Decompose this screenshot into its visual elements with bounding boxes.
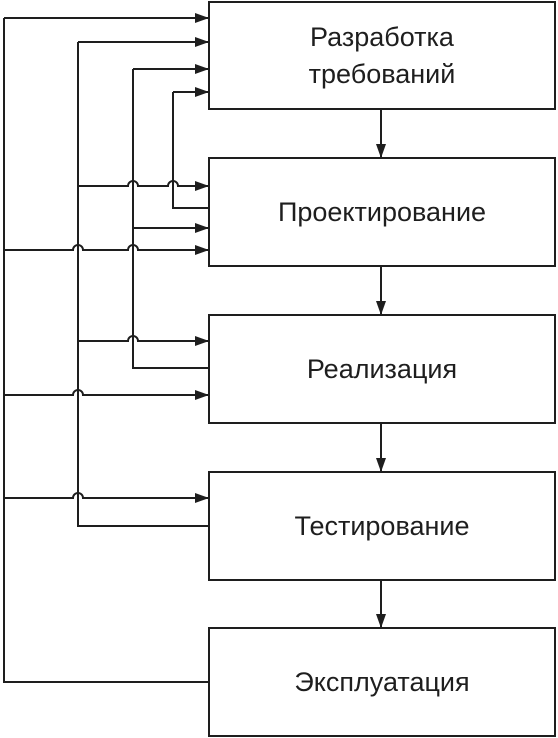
stage-testing: Тестирование xyxy=(208,471,556,581)
feedback-arrow-operation-to-testing xyxy=(4,492,209,503)
stage-design: Проектирование xyxy=(208,157,556,267)
stage-operation-label: Эксплуатация xyxy=(294,666,470,697)
feedback-arrow-operation-to-design xyxy=(4,244,209,255)
stage-testing-label: Тестирование xyxy=(294,510,470,541)
stage-operation: Эксплуатация xyxy=(208,627,556,737)
stage-requirements: Разработка требований xyxy=(208,1,556,110)
feedback-bus-design xyxy=(172,92,208,209)
feedback-arrow-operation-to-implementation xyxy=(4,389,209,400)
feedback-bus-operation xyxy=(3,18,208,683)
feedback-bus-testing xyxy=(77,42,208,527)
stage-implementation-label: Реализация xyxy=(306,353,458,384)
stage-design-label: Проектирование xyxy=(277,196,487,227)
stage-requirements-label: Разработка требований xyxy=(308,21,456,89)
stage-implementation: Реализация xyxy=(208,314,556,424)
feedback-arrow-testing-to-design xyxy=(78,180,209,191)
feedback-arrow-testing-to-implementation xyxy=(78,335,209,346)
feedback-bus-implementation xyxy=(132,69,208,369)
